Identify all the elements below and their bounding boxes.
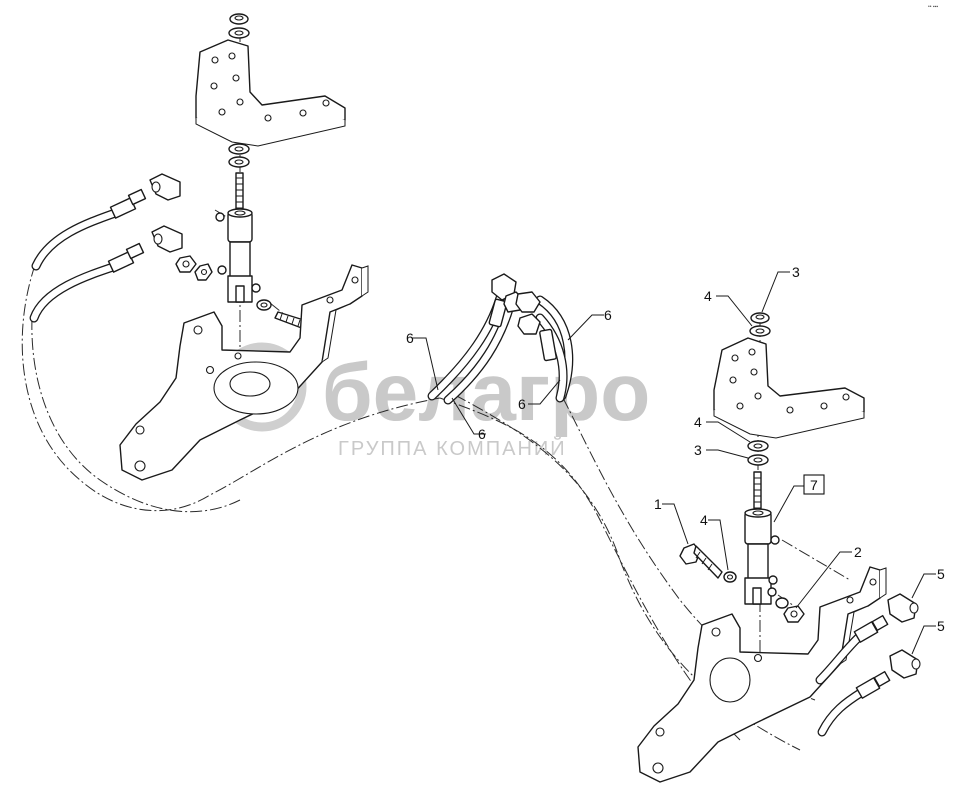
right-top-nut bbox=[749, 312, 771, 337]
left-hoses bbox=[29, 173, 183, 323]
callout-6-right: 6 bbox=[604, 307, 612, 323]
callout-6-bottom: 6 bbox=[478, 426, 486, 442]
left-cylinder bbox=[215, 172, 261, 303]
left-upper-bracket bbox=[195, 39, 346, 147]
callout-7-box bbox=[803, 474, 825, 495]
watermark-subtitle: ГРУППА КОМПАНИЙ bbox=[338, 436, 567, 460]
callout-3-top: 3 bbox=[792, 264, 800, 280]
right-mid-nut bbox=[747, 440, 769, 466]
right-hoses bbox=[815, 593, 921, 737]
callout-2: 2 bbox=[854, 544, 862, 560]
left-top-nut bbox=[228, 13, 250, 39]
callout-7: 7 bbox=[810, 477, 818, 493]
right-side-nuts bbox=[775, 597, 805, 623]
left-frame-bracket bbox=[119, 264, 369, 481]
callout-6-center: 6 bbox=[518, 396, 526, 412]
left-mid-nut bbox=[228, 143, 250, 168]
callout-3-mid: 3 bbox=[694, 442, 702, 458]
callout-4-mid: 4 bbox=[694, 414, 702, 430]
middle-hoses bbox=[427, 273, 574, 405]
callout-4-bolt: 4 bbox=[700, 512, 708, 528]
right-assembly bbox=[637, 312, 921, 783]
callout-1: 1 bbox=[654, 496, 662, 512]
callout-6-left: 6 bbox=[406, 330, 414, 346]
callout-5-lower: 5 bbox=[937, 618, 945, 634]
left-side-nuts bbox=[175, 255, 272, 311]
right-upper-bracket bbox=[713, 337, 865, 439]
callout-5-upper: 5 bbox=[937, 566, 945, 582]
corner-mark: •• ▪▪▪ bbox=[928, 4, 938, 10]
left-assembly bbox=[29, 13, 369, 481]
callout-leaders bbox=[412, 271, 936, 655]
right-bolt-1 bbox=[679, 543, 737, 583]
callout-labels: 6 6 6 6 3 4 4 3 7 1 4 2 5 5 bbox=[406, 264, 945, 634]
callout-4-top: 4 bbox=[704, 288, 712, 304]
right-cylinder bbox=[744, 471, 780, 605]
